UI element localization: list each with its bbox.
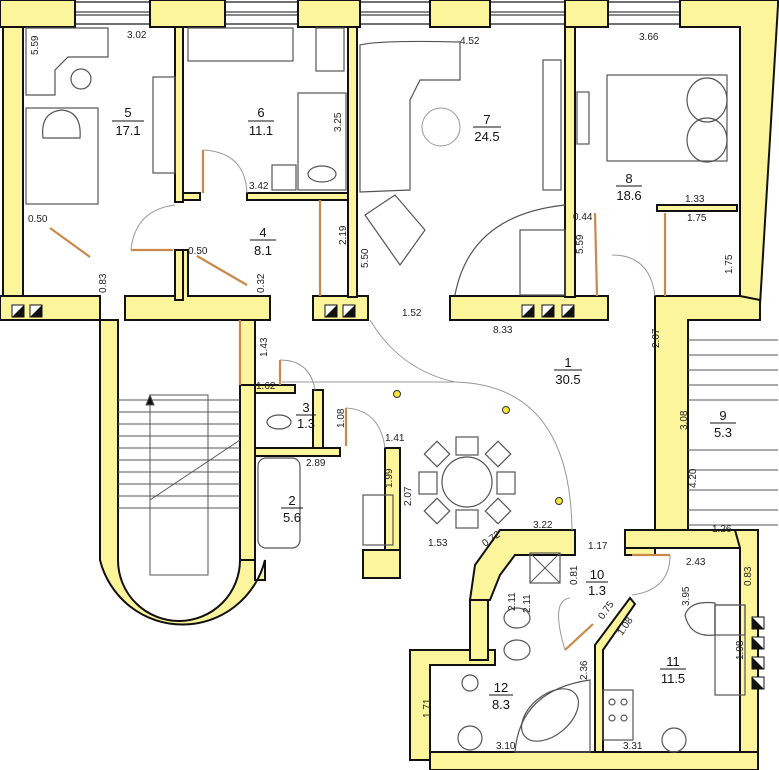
dimension-label: 1.41 (385, 433, 405, 444)
svg-text:7: 7 (483, 112, 490, 127)
room-2-label: 25.6 (281, 493, 303, 525)
svg-text:11.5: 11.5 (661, 671, 685, 686)
furniture (25, 27, 746, 753)
dimension-label: 0.50 (188, 246, 208, 257)
svg-text:6: 6 (257, 105, 264, 120)
dimension-label: 0.32 (256, 273, 267, 293)
dimension-label: 3.66 (639, 32, 659, 43)
dimension-label: 5.59 (575, 234, 586, 254)
room-5-label: 517.1 (112, 105, 144, 138)
svg-text:1: 1 (564, 355, 571, 370)
svg-text:9: 9 (719, 408, 726, 423)
dimension-label: 1.98 (735, 640, 746, 660)
dimension-label: 3.31 (623, 741, 643, 752)
dimension-label: 2.19 (338, 225, 349, 245)
room-9-label: 95.3 (710, 408, 736, 440)
svg-text:2: 2 (288, 493, 295, 508)
svg-text:11: 11 (666, 654, 680, 669)
dimension-label: 2.11 (522, 594, 533, 613)
room-3-label: 31.3 (296, 400, 316, 431)
svg-text:8.3: 8.3 (492, 697, 510, 712)
svg-text:4: 4 (259, 225, 266, 240)
dimension-label: 2.07 (403, 486, 414, 506)
room-8-label: 818.6 (616, 171, 642, 203)
svg-text:1.3: 1.3 (588, 583, 606, 598)
dimension-label: 3.95 (681, 586, 692, 606)
dimension-label: 5.59 (30, 35, 41, 55)
dimension-label: 3.22 (533, 520, 553, 531)
dimension-label: 1.43 (259, 337, 270, 357)
svg-text:10: 10 (590, 567, 604, 582)
doors (49, 149, 671, 651)
svg-text:5.3: 5.3 (714, 425, 732, 440)
svg-text:3: 3 (302, 400, 309, 415)
svg-text:5.6: 5.6 (283, 510, 301, 525)
dimension-label: 1.33 (685, 194, 705, 205)
svg-text:18.6: 18.6 (616, 188, 641, 203)
dimension-label: 2.07 (651, 328, 662, 348)
dimension-label: 0.83 (98, 273, 109, 293)
svg-text:12: 12 (494, 680, 508, 695)
room-10-label: 101.3 (586, 567, 608, 598)
dimension-label: 1.62 (256, 381, 276, 392)
dimension-label: 1.53 (428, 538, 448, 549)
svg-text:8.1: 8.1 (254, 243, 272, 258)
dimension-label: 1.99 (384, 468, 395, 488)
svg-text:8: 8 (625, 171, 632, 186)
dimension-label: 1.26 (712, 524, 732, 535)
room-4-label: 48.1 (250, 225, 276, 258)
svg-text:24.5: 24.5 (474, 129, 499, 144)
vent-icons (11, 304, 765, 690)
room-labels: 517.1 611.1 724.5 818.6 48.1 130.5 31.3 … (112, 105, 736, 712)
dimension-label: 1.71 (422, 698, 433, 718)
dimension-label: 8.33 (493, 325, 513, 336)
dimension-label: 3.02 (127, 30, 147, 41)
svg-text:17.1: 17.1 (115, 123, 140, 138)
dimension-label: 1.52 (402, 308, 422, 319)
dimension-label: 1.75 (724, 254, 735, 274)
dimension-label: 1.17 (588, 541, 608, 552)
dimension-label: 2.89 (306, 458, 326, 469)
dimension-label: 3.10 (496, 741, 516, 752)
dimension-label: 3.25 (333, 112, 344, 132)
dimension-label: 5.50 (360, 248, 371, 268)
dimension-label: 2.11 (507, 592, 518, 611)
dimension-label: 1.75 (687, 213, 707, 224)
room-11-label: 11 11.5 (660, 654, 686, 686)
dimension-label: 0.44 (573, 212, 593, 223)
room-1-label: 130.5 (554, 355, 582, 387)
staircase (118, 339, 778, 576)
room-12-label: 128.3 (489, 680, 513, 712)
dimension-labels: 5.59 3.02 0.50 0.83 0.50 0.32 3.42 3.25 … (28, 30, 754, 752)
dimension-label: 3.08 (679, 410, 690, 430)
dimension-label: 2.36 (579, 660, 590, 680)
svg-text:30.5: 30.5 (555, 372, 580, 387)
dimension-label: 4.20 (688, 468, 699, 488)
dimension-label: 0.50 (28, 214, 48, 225)
room-7-label: 724.5 (473, 112, 501, 144)
dimension-label: 3.42 (249, 181, 269, 192)
dimension-label: 0.81 (569, 565, 580, 585)
dimension-label: 0.83 (743, 566, 754, 586)
room-6-label: 611.1 (248, 105, 274, 138)
svg-text:5: 5 (124, 105, 131, 120)
dimension-label: 1.08 (336, 408, 347, 428)
dimension-label: 2.43 (686, 557, 706, 568)
svg-text:11.1: 11.1 (249, 123, 273, 138)
ceiling-lamps (393, 390, 563, 505)
dimension-label: 4.52 (460, 36, 480, 47)
svg-text:1.3: 1.3 (297, 416, 315, 431)
